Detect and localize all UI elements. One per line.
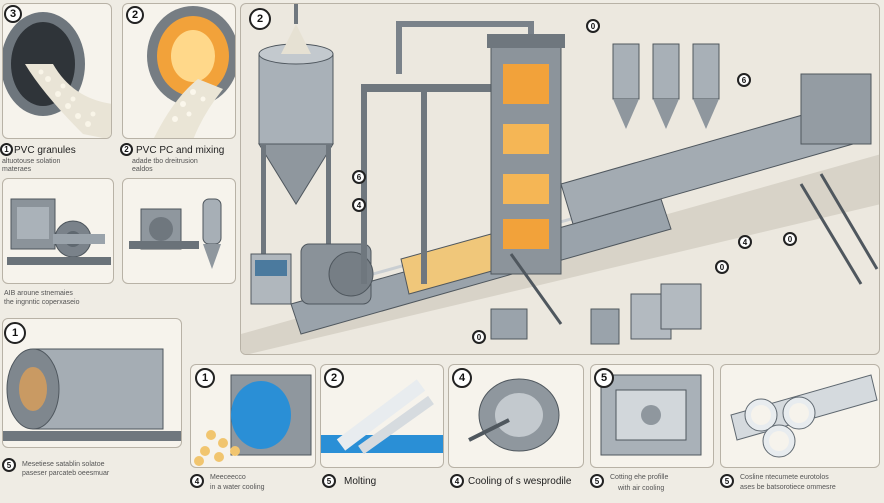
step-badge: 4 <box>450 474 464 488</box>
pipe-roll-illustration <box>3 348 181 441</box>
callout-badge: 6 <box>352 170 366 184</box>
callout-badge: 0 <box>783 232 797 246</box>
step-badge: 5 <box>720 474 734 488</box>
panel-finished-pipes <box>720 364 880 468</box>
step-badge: 1 <box>0 143 13 156</box>
screw-die-illustration <box>468 378 560 452</box>
panel-water-cooling <box>190 364 316 468</box>
step-caption: PVC granules <box>14 145 76 156</box>
step-caption: Mesetiese satablin solatoe <box>22 461 105 468</box>
step-badge: 5 <box>594 368 614 388</box>
step-subcaption: materaes <box>2 166 32 173</box>
mixing-chamber-illustration <box>147 6 235 138</box>
callout-badge: 0 <box>715 260 729 274</box>
step-subcaption: ealdos <box>132 166 153 173</box>
panel-main-extrusion-line <box>240 3 880 355</box>
callout-badge: 0 <box>472 330 486 344</box>
step-badge: 2 <box>120 143 133 156</box>
panel-machines-left <box>2 178 114 284</box>
callout-badge: 4 <box>352 198 366 212</box>
panel-cutting <box>590 364 714 468</box>
step-subcaption: altuotouse solation <box>2 158 61 165</box>
step-caption: Cooling of s wesprodile <box>468 476 572 487</box>
granules-water-illustration <box>194 374 312 466</box>
callout-badge: 0 <box>586 19 600 33</box>
molding-illustration <box>321 379 443 455</box>
step-badge: 2 <box>126 6 144 24</box>
panel-mixing <box>122 3 236 139</box>
step-caption: Meeceecco <box>210 474 246 481</box>
step-badge: 4 <box>452 368 472 388</box>
step-badge: 2 <box>249 8 271 30</box>
step-badge: 1 <box>4 322 26 344</box>
cutting-illustration <box>600 374 702 456</box>
callout-badge: 6 <box>737 73 751 87</box>
panel-pvc-granules <box>2 3 112 139</box>
step-subcaption: with air cooling <box>618 485 665 492</box>
callout-badge: 4 <box>738 235 752 249</box>
step-caption: Cotting ehe profille <box>610 474 669 481</box>
step-badge: 5 <box>2 458 16 472</box>
step-caption: Molting <box>344 476 377 487</box>
step-caption: PVC PC and mixing <box>136 145 225 156</box>
step-badge: 5 <box>322 474 336 488</box>
step-subcaption: in a water cooling <box>210 484 265 491</box>
panel-pipe-roll <box>2 318 182 448</box>
step-badge: 4 <box>190 474 204 488</box>
step-badge: 3 <box>4 5 22 23</box>
step-subcaption: paseser parcateb oeesmuar <box>22 470 110 477</box>
granules-pipe-illustration <box>3 12 111 138</box>
step-subcaption: adade tbo dreitrusion <box>132 158 198 165</box>
step-badge: 5 <box>590 474 604 488</box>
extrusion-line-illustration <box>241 4 879 354</box>
step-badge: 1 <box>195 368 215 388</box>
panel-molding <box>320 364 444 468</box>
step-caption: AIB aroune stnemaies <box>4 290 73 297</box>
step-subcaption: the ingnntic coperxaseio <box>4 299 80 306</box>
pump-machine-illustration <box>7 198 111 265</box>
step-badge: 2 <box>324 368 344 388</box>
panel-machines-right <box>122 178 236 284</box>
compressor-illustration <box>129 198 222 269</box>
step-caption: Cosline ntecumete eurotolos <box>740 474 829 481</box>
step-subcaption: ases be batsorotiece ommesre <box>740 484 836 491</box>
finished-pipes-illustration <box>730 374 878 458</box>
